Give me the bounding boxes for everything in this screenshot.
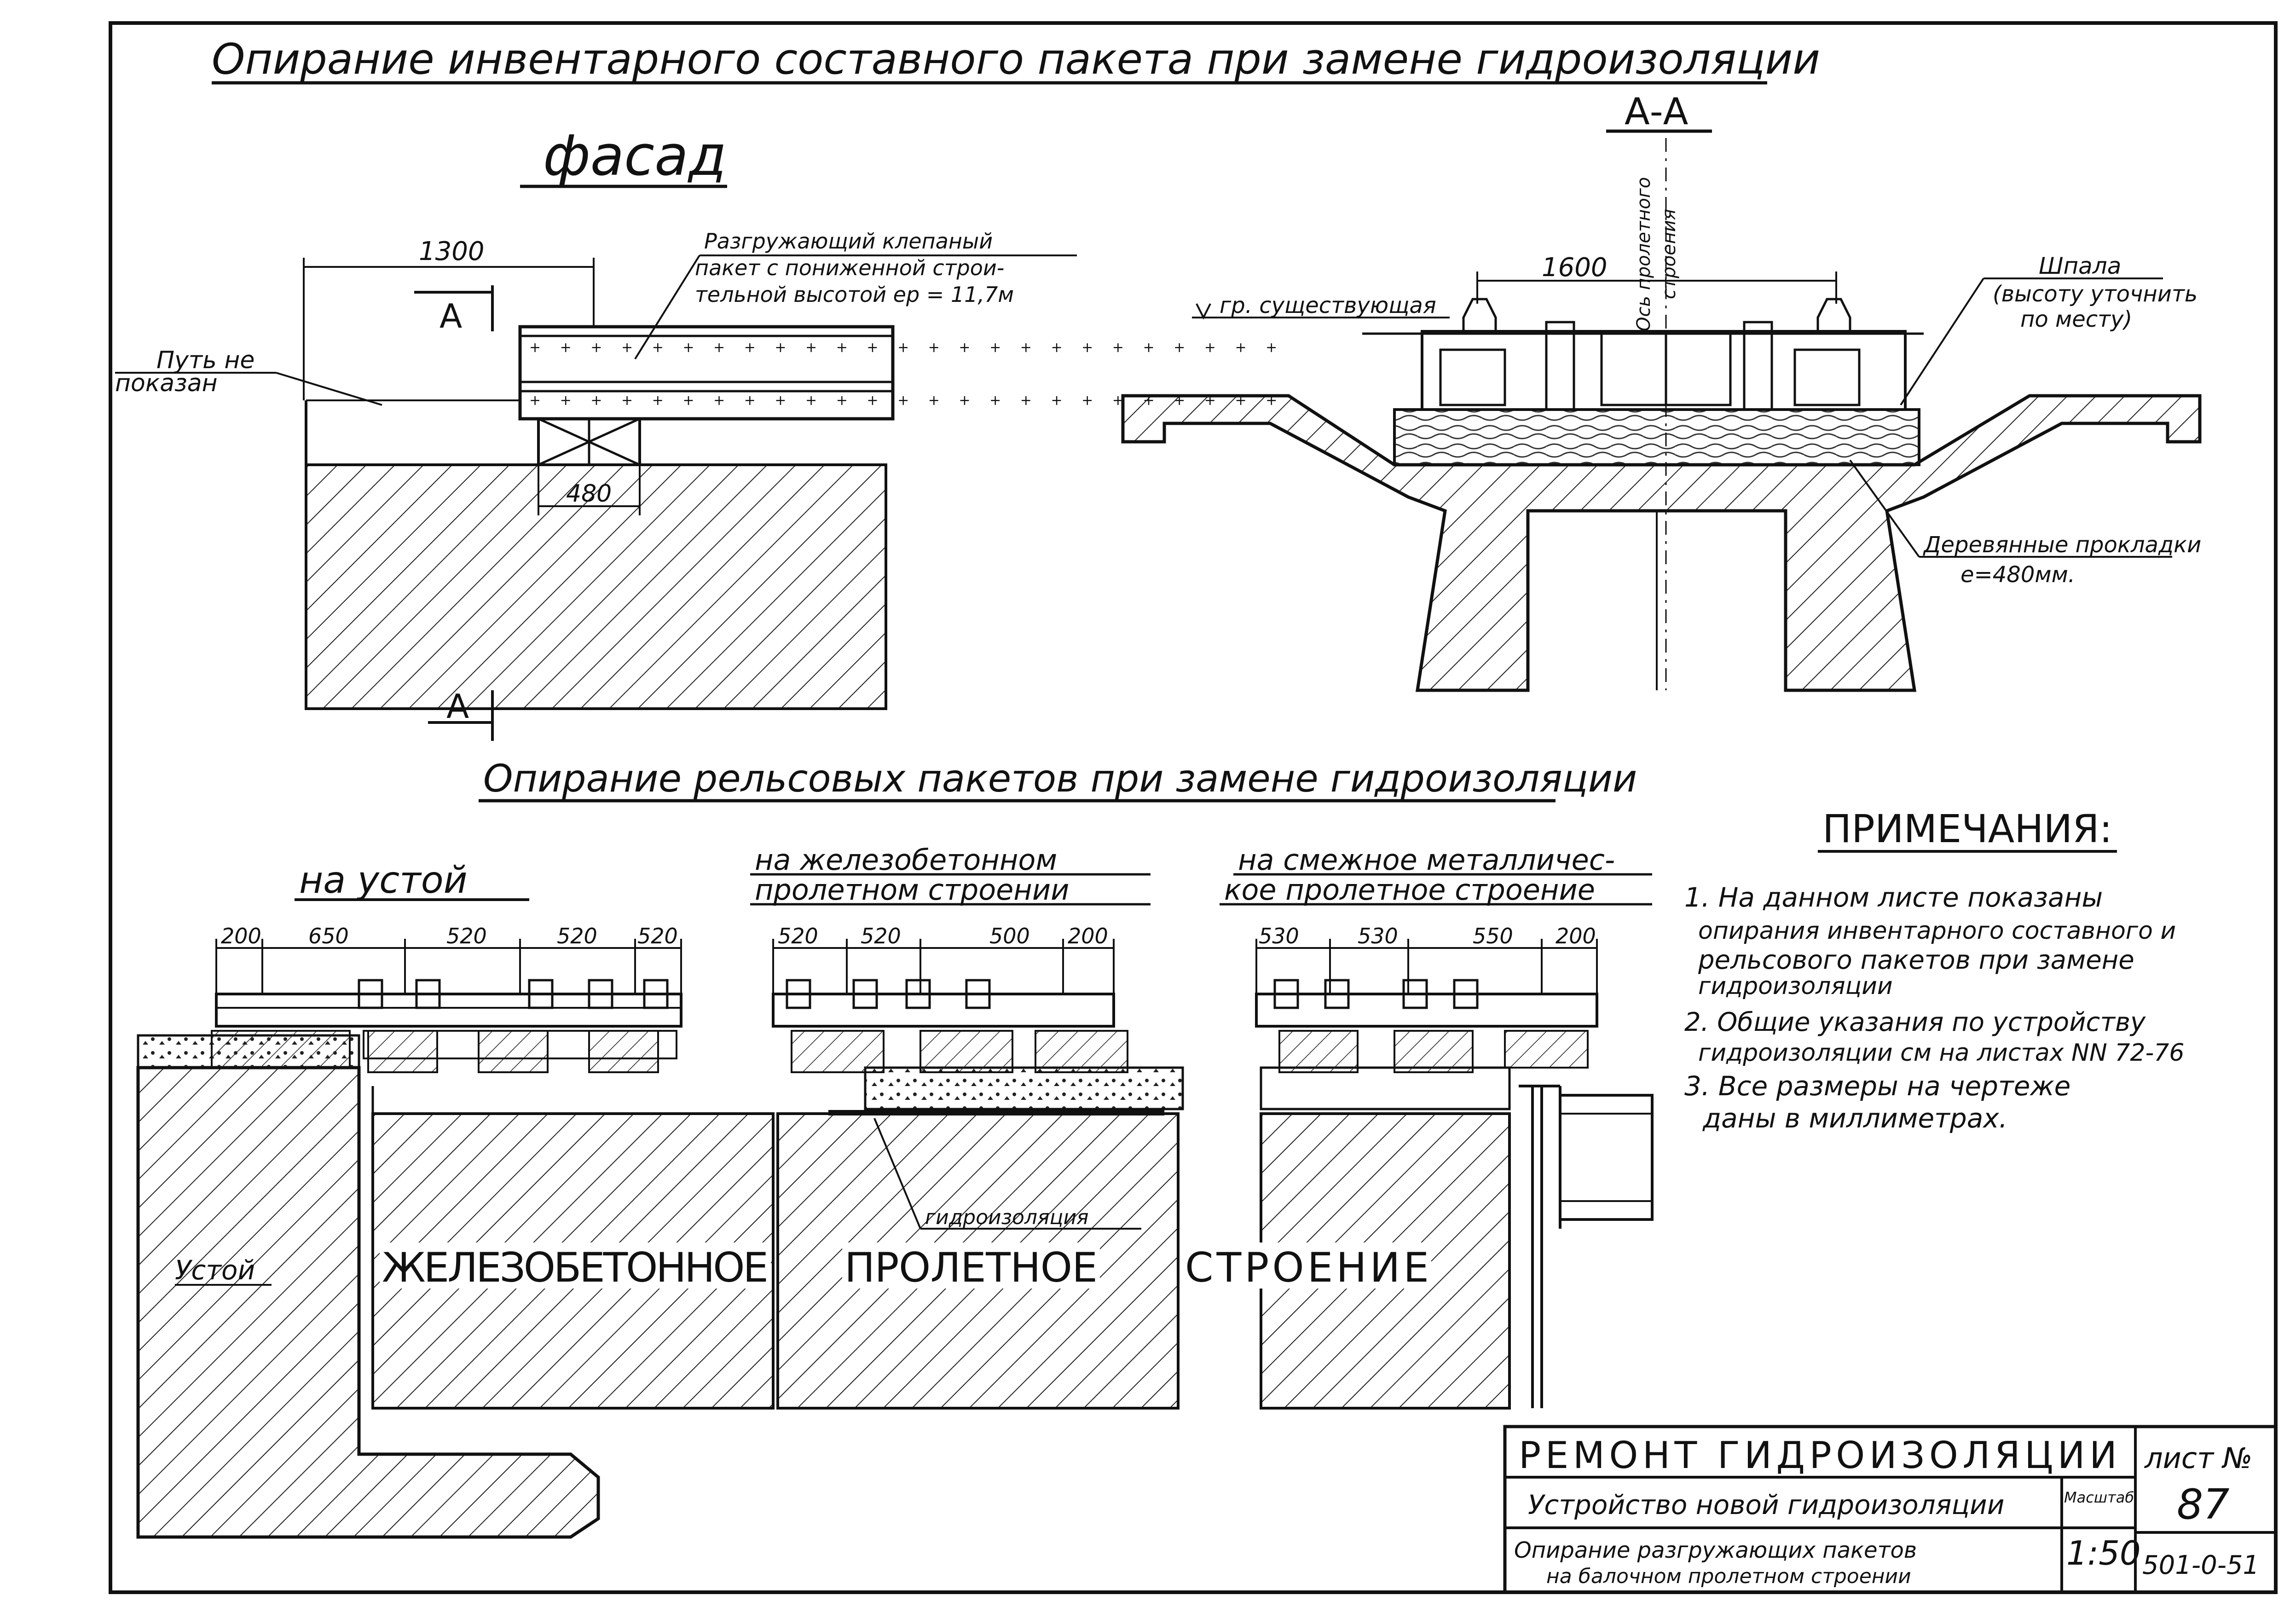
label-package-1: Разгружающий клепаный bbox=[704, 229, 993, 254]
waterproof-label: гидроизоляция bbox=[925, 1206, 1089, 1229]
label-path-2: показан bbox=[115, 370, 218, 397]
svg-text:+ + + + + + + + + + + + + + +: + + + + + + + + + + + + + + + + + + + + … bbox=[529, 340, 1284, 356]
note-line-7: 3. Все размеры на чертеже bbox=[1684, 1070, 2070, 1102]
wood-pads bbox=[1393, 408, 1920, 466]
metal-dim-2: 530 bbox=[1358, 924, 1398, 948]
facade-dim-1300: 1300 bbox=[419, 237, 485, 266]
title-stamp: РЕМОНТ ГИДРОИЗОЛЯЦИИ Устройство новой ги… bbox=[1503, 1425, 2278, 1594]
notes-heading: ПРИМЕЧАНИЯ: bbox=[1822, 806, 2112, 851]
stamp-title: РЕМОНТ ГИДРОИЗОЛЯЦИИ bbox=[1519, 1434, 2117, 1477]
rc-dim-1: 520 bbox=[778, 924, 818, 948]
stamp-desc-1: Опирание разгружающих пакетов bbox=[1514, 1537, 1917, 1563]
note-line-6: гидроизоляции см на листах NN 72-76 bbox=[1698, 1039, 2184, 1067]
metal-span-view: на смежное металличес- кое пролетное стр… bbox=[1220, 843, 1654, 1410]
note-line-8: даны в миллиметрах. bbox=[1702, 1103, 2007, 1134]
rc-dim-2: 520 bbox=[861, 924, 901, 948]
metal-dim-1: 530 bbox=[1259, 924, 1299, 948]
sheet-frame bbox=[109, 21, 2278, 1594]
metal-dim-4: 200 bbox=[1556, 924, 1596, 948]
abutment-dim-2: 650 bbox=[308, 924, 349, 948]
section-mark-bottom: А bbox=[446, 687, 469, 726]
label-package-3: тельной высотой еp = 11,7м bbox=[695, 282, 1014, 307]
facade-package bbox=[518, 325, 895, 421]
note-line-1: 1. На данном листе показаны bbox=[1684, 882, 2103, 913]
big-label-1: ЖЕЛЕЗОБЕТОННОЕ bbox=[382, 1244, 769, 1291]
abutment-heading: на устой bbox=[299, 859, 468, 902]
abutment-view: на устой Устой 200 650 520 bbox=[136, 859, 775, 1539]
metal-heading-2: кое пролетное строение bbox=[1224, 873, 1595, 907]
notes: ПРИМЕЧАНИЯ: 1. На данном листе показаны … bbox=[1684, 806, 2184, 1134]
note-line-5: 2. Общие указания по устройству bbox=[1684, 1007, 2146, 1037]
stamp-subtitle: Устройство новой гидроизоляции bbox=[1528, 1489, 2004, 1520]
abutment-dim-3: 520 bbox=[446, 924, 487, 948]
pads-label-1: Деревянные прокладки bbox=[1923, 532, 2201, 558]
rc-heading-2: пролетном строении bbox=[755, 873, 1069, 907]
facade-dim-480: 480 bbox=[566, 480, 612, 508]
stamp-sheet-label: лист № bbox=[2144, 1441, 2252, 1475]
section-dim-1600: 1600 bbox=[1542, 253, 1608, 283]
stamp-sheet-no: 87 bbox=[2177, 1480, 2230, 1529]
rc-dim-3: 500 bbox=[989, 924, 1030, 948]
note-line-4: гидроизоляции bbox=[1698, 972, 1893, 1000]
stamp-scale: 1:50 bbox=[2066, 1534, 2141, 1572]
metal-dim-3: 550 bbox=[1473, 924, 1513, 948]
rc-dim-4: 200 bbox=[1068, 924, 1108, 948]
facade-view: фасад + + + + + + + + + + + + + + + + + … bbox=[115, 124, 1284, 741]
metal-heading-1: на смежное металличес- bbox=[1238, 843, 1615, 877]
abutment-dim-4: 520 bbox=[557, 924, 597, 948]
axis-label-2: строения bbox=[1659, 209, 1680, 299]
rails-title: Опирание рельсовых пакетов при замене ги… bbox=[483, 757, 1637, 801]
abutment-label: Устой bbox=[175, 1254, 255, 1286]
stamp-scale-label: Масштаб bbox=[2064, 1489, 2134, 1506]
existing-level: гр. существующая bbox=[1220, 293, 1436, 318]
note-line-2: опирания инвентарного составного и bbox=[1698, 917, 2176, 945]
big-label-2: ПРОЛЕТНОЕ bbox=[844, 1244, 1098, 1291]
abutment-dim-5: 520 bbox=[637, 924, 678, 948]
sleeper-label-1: Шпала bbox=[2039, 253, 2121, 279]
label-path-1: Путь не bbox=[156, 347, 254, 374]
facade-heading: фасад bbox=[543, 124, 727, 188]
main-title: Опирание инвентарного составного пакета … bbox=[212, 35, 1820, 84]
axis-label-1: Ось пролетного bbox=[1633, 177, 1654, 331]
note-line-3: рельсового пакетов при замене bbox=[1698, 945, 2134, 975]
stamp-code: 501-0-51 bbox=[2142, 1550, 2259, 1580]
big-label-3: СТРОЕНИЕ bbox=[1185, 1244, 1429, 1291]
pads-label-2: е=480мм. bbox=[1960, 562, 2075, 588]
section-mark-top: А bbox=[439, 297, 462, 335]
stamp-desc-2: на балочном пролетном строении bbox=[1546, 1565, 1911, 1588]
rc-heading-1: на железобетонном bbox=[755, 843, 1057, 877]
sleeper bbox=[1421, 330, 1907, 411]
abutment-dim-1: 200 bbox=[221, 924, 261, 948]
sleeper-label-3: по месту) bbox=[2020, 306, 2132, 332]
label-package-2: пакет с пониженной строи- bbox=[695, 255, 1004, 280]
rc-span-view: на железобетонном пролетном строении 520… bbox=[750, 843, 1184, 1410]
sleeper-label-2: (высоту уточнить bbox=[1993, 281, 2197, 307]
section-view: А-А Ось пролетного строения 1600 гр. сущ… bbox=[1121, 90, 2202, 692]
section-heading: А-А bbox=[1625, 90, 1689, 133]
